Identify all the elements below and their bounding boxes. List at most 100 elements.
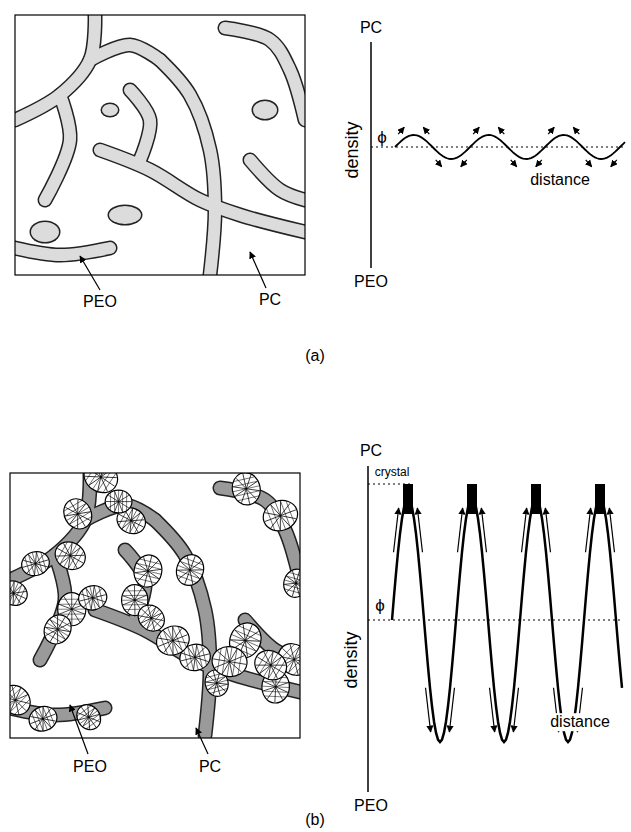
pc-rich-phase xyxy=(45,95,70,200)
diffusion-arrow xyxy=(461,160,467,167)
pc-rich-phase xyxy=(100,150,305,232)
pc-rich-phase xyxy=(225,28,305,120)
spherulite xyxy=(50,536,90,574)
diffusion-arrow xyxy=(545,508,550,552)
pc-rich-phase xyxy=(102,104,118,116)
pc-rich-phase xyxy=(253,101,277,119)
spherulite xyxy=(78,473,124,499)
diffusion-arrow xyxy=(586,508,591,552)
diffusion-arrow xyxy=(548,127,554,134)
phase-outline xyxy=(101,103,120,118)
crystal-block xyxy=(467,484,477,514)
pc-rich-phase xyxy=(160,60,215,275)
diffusion-arrow xyxy=(609,508,614,552)
spherulite xyxy=(210,644,249,679)
spherulite xyxy=(105,490,132,513)
panel-frame xyxy=(10,473,300,738)
diffusion-arrow xyxy=(573,127,579,134)
axis-title: distance xyxy=(548,713,612,731)
phase-outline xyxy=(15,15,95,120)
spherulite xyxy=(76,583,109,613)
phase-outline xyxy=(30,221,61,244)
spherulite xyxy=(229,473,263,508)
diffusion-arrow xyxy=(586,160,592,167)
crystal-block xyxy=(531,484,541,514)
reference-line xyxy=(371,147,625,148)
phase-outline xyxy=(108,205,143,226)
axis-title: density xyxy=(342,631,362,688)
pointer-arrow xyxy=(80,256,100,290)
phase-label: PEO xyxy=(73,758,107,776)
spherulite xyxy=(58,494,97,535)
panel-letter: (b) xyxy=(305,811,325,829)
spherulite xyxy=(133,600,170,637)
diffusion-arrow xyxy=(511,160,517,167)
phase-morphology-a xyxy=(15,15,305,275)
phase-outline xyxy=(252,100,279,121)
pc-rich-phase xyxy=(109,206,141,224)
reference-line xyxy=(368,620,620,621)
diffusion-arrow xyxy=(449,688,454,732)
pc-rich-phase xyxy=(95,610,300,692)
diffusion-arrow xyxy=(611,160,617,167)
phase-outline xyxy=(95,610,300,692)
diffusion-arrow xyxy=(473,127,479,134)
panel-letter: (a) xyxy=(305,347,325,365)
spherulite xyxy=(280,566,300,600)
phase-outline xyxy=(15,248,110,255)
density-profile xyxy=(392,498,622,742)
diffusion-arrow xyxy=(498,127,504,134)
spherulite xyxy=(72,700,106,734)
pointer-arrow xyxy=(250,252,266,288)
pc-rich-phase xyxy=(15,248,110,255)
spherulite xyxy=(259,496,300,536)
density-plots xyxy=(70,42,625,792)
panel-frame xyxy=(15,15,305,275)
phase-outline xyxy=(160,60,215,275)
density-axis xyxy=(367,466,369,792)
crystal-block xyxy=(595,484,605,514)
diffusion-arrow xyxy=(536,160,542,167)
axis-end-label: PEO xyxy=(354,273,388,291)
density-axis xyxy=(370,42,372,268)
spherulite xyxy=(39,610,77,649)
diffusion-arrow xyxy=(436,160,442,167)
phase-outline xyxy=(90,45,160,60)
diffusion-arrow xyxy=(394,508,399,552)
pointer-arrow xyxy=(70,705,88,754)
density-profile xyxy=(395,135,625,159)
spherulite xyxy=(25,702,60,735)
axis-title: distance xyxy=(530,171,590,189)
spherulite xyxy=(172,551,208,590)
phase-outline xyxy=(100,150,305,232)
axis-end-label: PC xyxy=(360,19,382,37)
spherulite xyxy=(10,577,31,610)
axis-mark: ϕ xyxy=(377,129,387,148)
phase-outline xyxy=(45,95,70,200)
axis-end-label: PEO xyxy=(354,797,388,815)
diffusion-arrow xyxy=(481,508,486,552)
diffusion-arrow xyxy=(513,688,518,732)
pc-rich-phase xyxy=(130,90,150,160)
pc-rich-phase xyxy=(90,45,160,60)
diffusion-arrow xyxy=(458,508,463,552)
phase-outline xyxy=(225,28,305,120)
pointer-arrow xyxy=(196,728,208,754)
phase-outline xyxy=(250,160,305,200)
diffusion-arrow xyxy=(490,688,495,732)
axis-mark: ϕ xyxy=(375,597,385,616)
pc-rich-phase xyxy=(31,222,59,242)
phase-label: PEO xyxy=(83,293,117,311)
axis-title: density xyxy=(343,121,363,178)
phase-label: PC xyxy=(259,291,281,309)
phase-outline xyxy=(130,90,150,160)
phase-label: PC xyxy=(199,758,221,776)
diffusion-arrow xyxy=(522,508,527,552)
phase-morphology-b xyxy=(10,473,300,735)
diffusion-arrow xyxy=(426,688,431,732)
axis-end-label: PC xyxy=(360,442,382,460)
spherulite xyxy=(19,548,52,579)
diffusion-arrow xyxy=(398,127,404,134)
